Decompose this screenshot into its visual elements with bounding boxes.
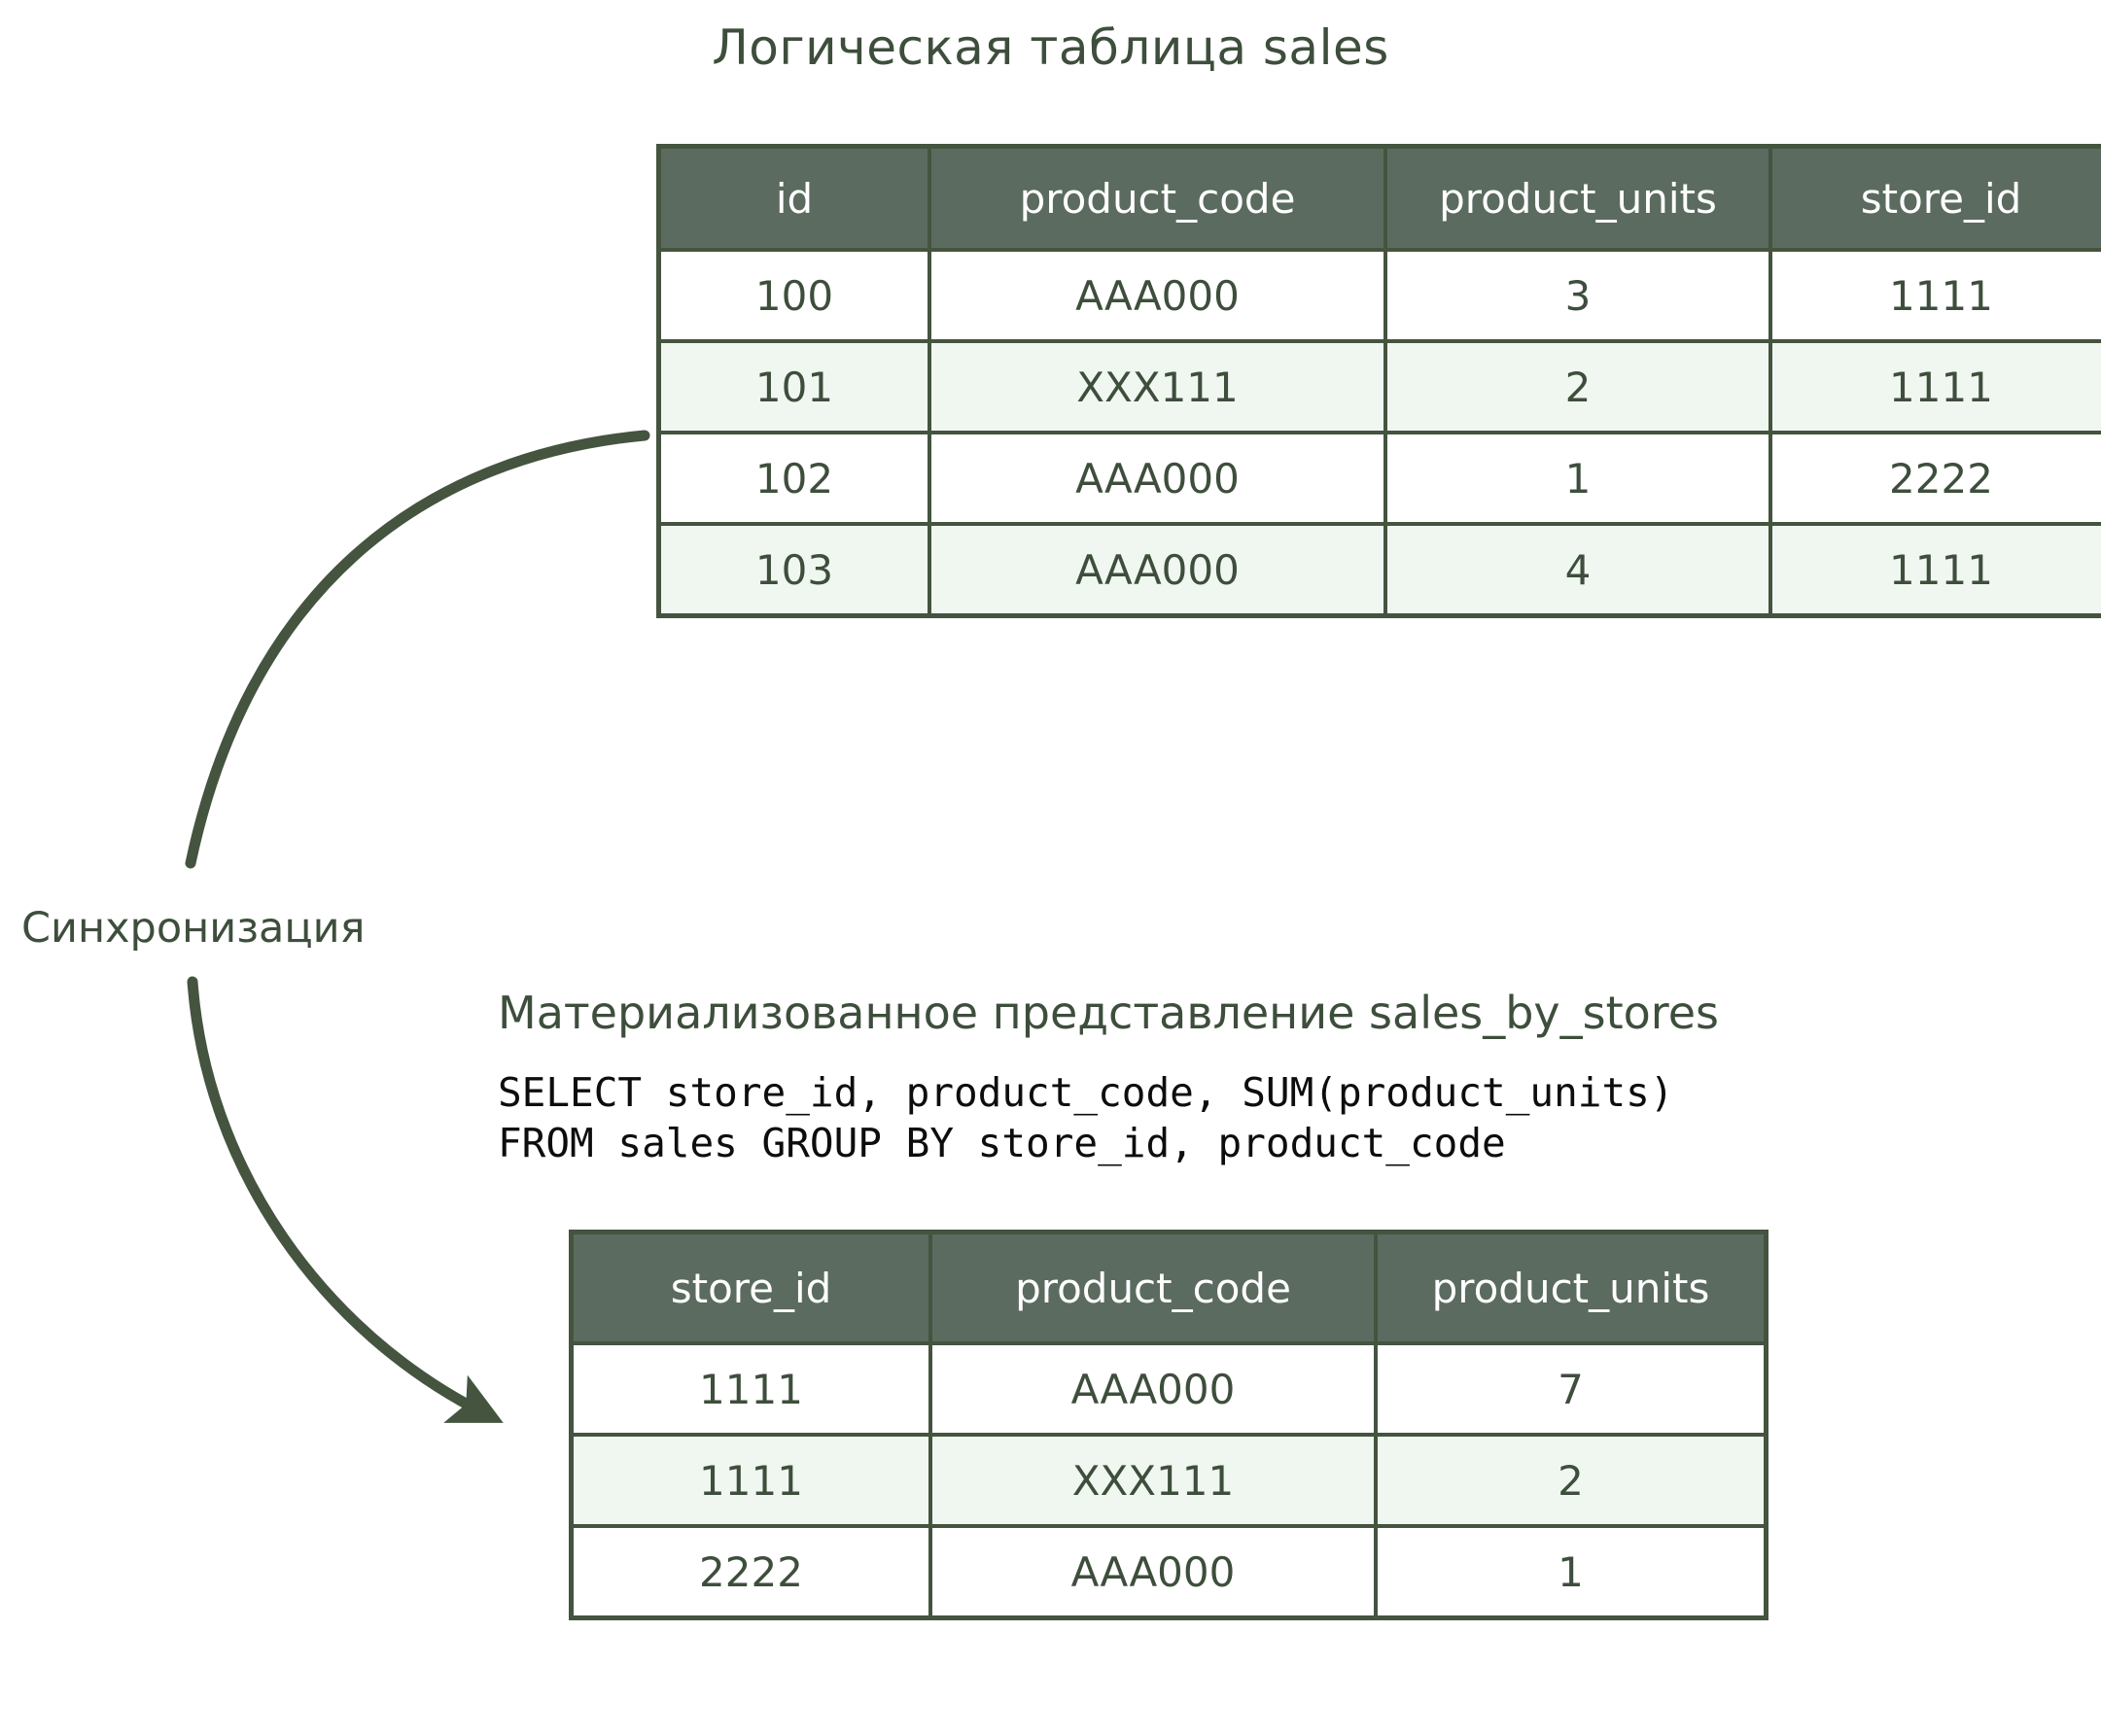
column-header-store-id: store_id [1768, 144, 2101, 252]
column-header-product-code: product_code [928, 144, 1387, 252]
sql-query: SELECT store_id, product_code, SUM(produ… [498, 1067, 1674, 1169]
sync-arrow-lower-path [187, 976, 504, 1423]
cell-product-units: 2 [1383, 339, 1772, 434]
cell-product-units: 2 [1374, 1433, 1768, 1528]
cell-id: 102 [656, 431, 931, 526]
cell-store-id: 1111 [1768, 339, 2101, 434]
cell-product-units: 4 [1383, 522, 1772, 618]
table-header-row: id product_code product_units store_id [656, 144, 2101, 252]
sales-table: id product_code product_units store_id 1… [656, 144, 2101, 618]
materialized-view-table: store_id product_code product_units 1111… [569, 1230, 1768, 1620]
table-row: 1111 XXX111 2 [569, 1433, 1768, 1528]
cell-product-code: AAA000 [928, 522, 1387, 618]
cell-store-id: 1111 [569, 1341, 932, 1437]
sql-line-2: FROM sales GROUP BY store_id, product_co… [498, 1120, 1506, 1167]
cell-product-units: 7 [1374, 1341, 1768, 1437]
table-row: 100 AAA000 3 1111 [656, 248, 2101, 343]
cell-product-code: AAA000 [928, 431, 1387, 526]
cell-product-units: 1 [1383, 431, 1772, 526]
cell-product-code: XXX111 [928, 1433, 1378, 1528]
cell-product-units: 3 [1383, 248, 1772, 343]
cell-product-code: XXX111 [928, 339, 1387, 434]
column-header-product-units: product_units [1374, 1230, 1768, 1345]
cell-product-code: AAA000 [928, 1341, 1378, 1437]
column-header-id: id [656, 144, 931, 252]
table-row: 103 AAA000 4 1111 [656, 522, 2101, 618]
cell-store-id: 1111 [569, 1433, 932, 1528]
column-header-store-id: store_id [569, 1230, 932, 1345]
table-row: 102 AAA000 1 2222 [656, 431, 2101, 526]
table-row: 1111 AAA000 7 [569, 1341, 1768, 1437]
sync-label: Синхронизация [21, 904, 366, 953]
column-header-product-code: product_code [928, 1230, 1378, 1345]
cell-product-code: AAA000 [928, 248, 1387, 343]
sales-table-title: Логическая таблица sales [712, 19, 1389, 76]
cell-id: 101 [656, 339, 931, 434]
cell-id: 100 [656, 248, 931, 343]
cell-id: 103 [656, 522, 931, 618]
cell-store-id: 2222 [569, 1524, 932, 1620]
table-row: 2222 AAA000 1 [569, 1524, 1768, 1620]
sql-line-1: SELECT store_id, product_code, SUM(produ… [498, 1069, 1674, 1116]
cell-store-id: 1111 [1768, 522, 2101, 618]
sync-arrow-upper-path [185, 430, 650, 869]
cell-store-id: 2222 [1768, 431, 2101, 526]
materialized-view-title: Материализованное представление sales_by… [498, 987, 1719, 1039]
column-header-product-units: product_units [1383, 144, 1772, 252]
cell-product-code: AAA000 [928, 1524, 1378, 1620]
table-row: 101 XXX111 2 1111 [656, 339, 2101, 434]
cell-store-id: 1111 [1768, 248, 2101, 343]
cell-product-units: 1 [1374, 1524, 1768, 1620]
table-header-row: store_id product_code product_units [569, 1230, 1768, 1345]
